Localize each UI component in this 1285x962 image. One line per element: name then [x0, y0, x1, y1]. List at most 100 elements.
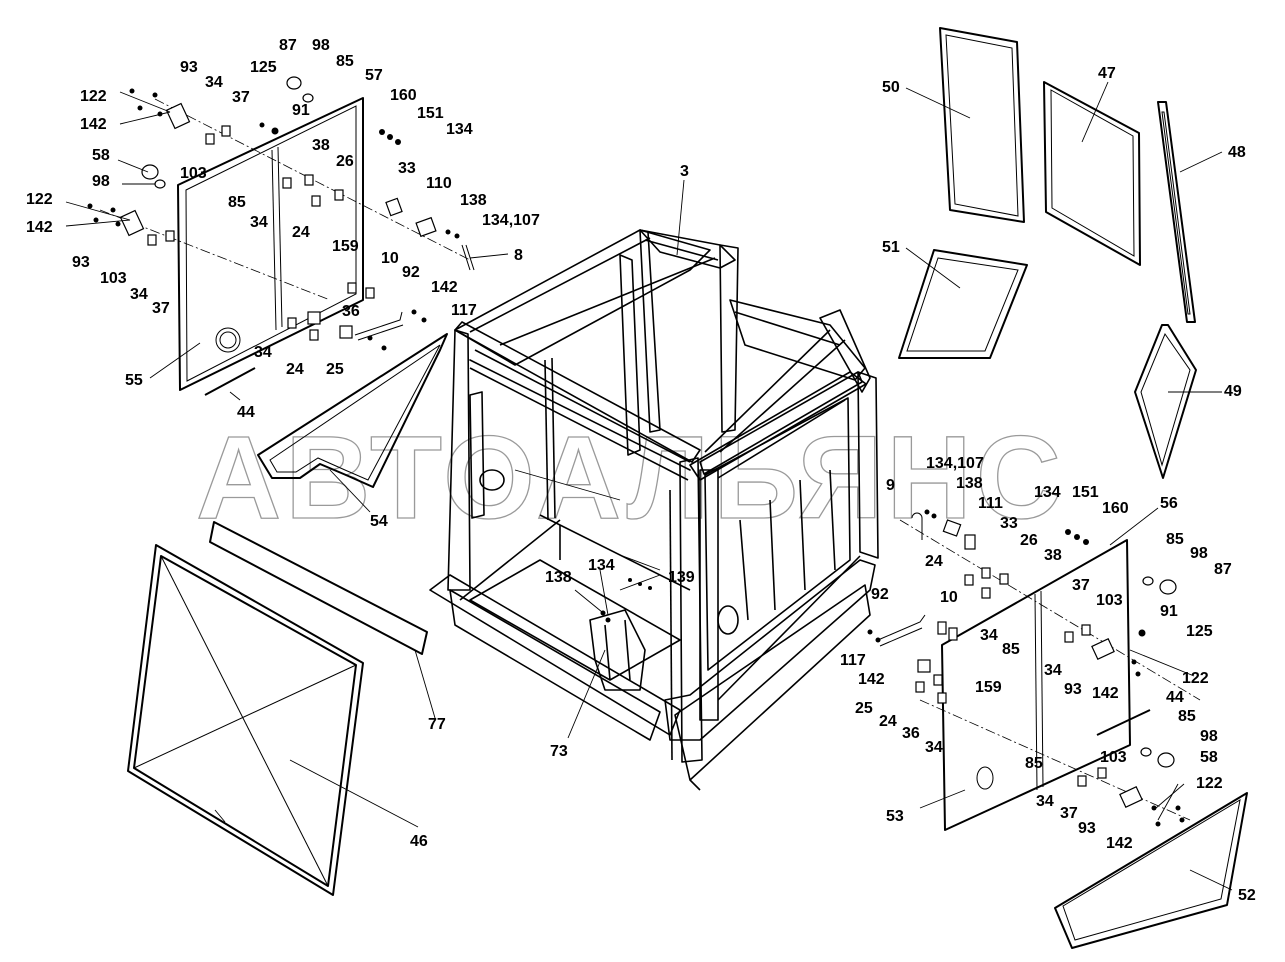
label-122d: 122: [1196, 775, 1223, 792]
label-103b: 103: [100, 270, 127, 287]
label-85c: 85: [1166, 531, 1184, 548]
label-117: 117: [451, 302, 477, 319]
glass-51: [898, 249, 1028, 359]
label-134b: 134: [1034, 484, 1061, 501]
label-85d: 85: [1002, 641, 1020, 658]
glass-54: [257, 333, 448, 488]
label-38b: 38: [1044, 547, 1062, 564]
label-36: 36: [342, 303, 360, 320]
label-103d: 103: [1100, 749, 1127, 766]
label-52: 52: [1238, 887, 1256, 904]
label-134-107b: 134,107: [926, 455, 984, 472]
label-51: 51: [882, 239, 900, 256]
label-103c: 103: [1096, 592, 1123, 609]
label-34b: 34: [250, 214, 268, 231]
label-24b: 24: [286, 361, 304, 378]
label-85f: 85: [1025, 755, 1043, 772]
label-85b: 85: [228, 194, 246, 211]
cab-frame-3: [429, 229, 879, 791]
label-33b: 33: [1000, 515, 1018, 532]
glass-50: [939, 27, 1025, 223]
label-142b: 142: [26, 219, 53, 236]
label-36b: 36: [902, 725, 920, 742]
label-91b: 91: [1160, 603, 1178, 620]
leader-lines: [65, 81, 1233, 891]
label-92b: 92: [871, 586, 889, 603]
label-26: 26: [336, 153, 354, 170]
glass-46: [127, 544, 364, 896]
label-138: 138: [460, 192, 487, 209]
glass-52: [1054, 792, 1248, 949]
label-34: 34: [205, 74, 223, 91]
label-37: 37: [232, 89, 250, 106]
label-37d: 37: [1060, 805, 1078, 822]
label-111: 111: [978, 495, 1003, 512]
label-33: 33: [398, 160, 416, 177]
label-44b: 44: [1166, 689, 1184, 706]
label-34c: 34: [130, 286, 148, 303]
label-93b: 93: [72, 254, 90, 271]
label-34d: 34: [254, 344, 272, 361]
label-98c: 98: [1190, 545, 1208, 562]
label-56: 56: [1160, 495, 1178, 512]
label-142e: 142: [1092, 685, 1119, 702]
label-117b: 117: [840, 652, 866, 669]
label-73: 73: [550, 743, 568, 760]
label-142: 142: [80, 116, 107, 133]
callout-labels: 87 98 85 57 93 125 91 34 37 122 142 160 …: [26, 37, 1256, 904]
label-159: 159: [332, 238, 359, 255]
label-87b: 87: [1214, 561, 1232, 578]
label-93d: 93: [1078, 820, 1096, 837]
label-142d: 142: [858, 671, 885, 688]
label-93c: 93: [1064, 681, 1082, 698]
label-3: 3: [680, 163, 689, 180]
label-110: 110: [426, 175, 452, 192]
label-37c: 37: [1072, 577, 1090, 594]
label-142f: 142: [1106, 835, 1133, 852]
label-151: 151: [417, 105, 444, 122]
label-85e: 85: [1178, 708, 1196, 725]
label-122: 122: [80, 88, 107, 105]
label-58: 58: [92, 147, 110, 164]
label-77: 77: [428, 716, 446, 733]
label-9: 9: [886, 477, 895, 494]
label-34g: 34: [925, 739, 943, 756]
label-57: 57: [365, 67, 383, 84]
label-85: 85: [336, 53, 354, 70]
glass-49: [1134, 324, 1197, 479]
label-138c: 138: [545, 569, 572, 586]
label-44: 44: [237, 404, 255, 421]
glass-47: [1043, 81, 1141, 266]
label-160b: 160: [1102, 500, 1129, 517]
right-door-hardware: [867, 509, 1185, 827]
label-122b: 122: [26, 191, 53, 208]
label-48: 48: [1228, 144, 1246, 161]
label-38: 38: [312, 137, 330, 154]
label-34h: 34: [1036, 793, 1054, 810]
label-10b: 10: [940, 589, 958, 606]
label-10: 10: [381, 250, 399, 267]
label-159b: 159: [975, 679, 1002, 696]
glass-48: [1157, 101, 1196, 323]
label-34f: 34: [1044, 662, 1062, 679]
label-87: 87: [279, 37, 297, 54]
label-34e: 34: [980, 627, 998, 644]
label-8: 8: [514, 247, 523, 264]
label-142c: 142: [431, 279, 458, 296]
label-160: 160: [390, 87, 417, 104]
label-25b: 25: [855, 700, 873, 717]
label-138b: 138: [956, 475, 983, 492]
label-91: 91: [292, 102, 310, 119]
label-122c: 122: [1182, 670, 1209, 687]
label-54: 54: [370, 513, 388, 530]
strip-77: [209, 521, 428, 655]
label-47: 47: [1098, 65, 1116, 82]
label-55: 55: [125, 372, 143, 389]
label-134: 134: [446, 121, 473, 138]
label-151b: 151: [1072, 484, 1099, 501]
left-door-hardware: [87, 76, 475, 396]
label-134-107: 134,107: [482, 212, 540, 229]
label-125b: 125: [1186, 623, 1213, 640]
watermark: АВТОАЛЬЯНС: [196, 412, 1065, 544]
